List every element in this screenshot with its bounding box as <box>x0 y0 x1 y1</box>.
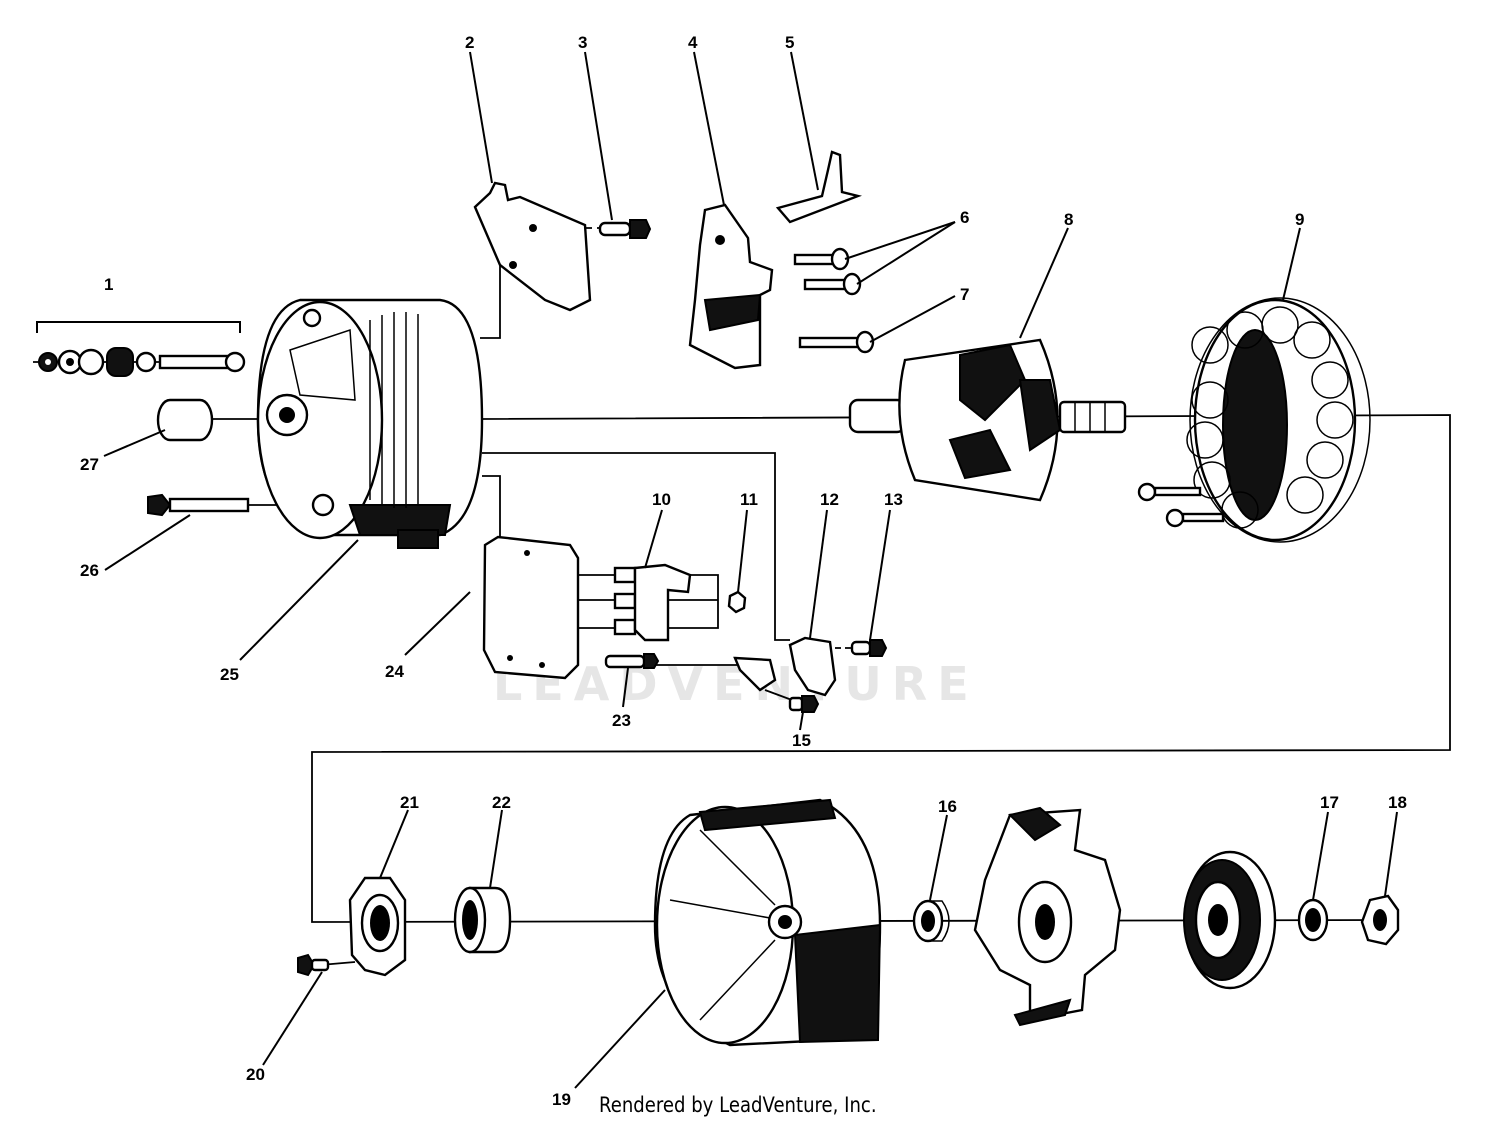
stator-icon <box>1137 297 1371 543</box>
callout-24: 24 <box>385 662 404 681</box>
callout-15: 15 <box>792 731 811 750</box>
bushing-icon <box>156 398 214 442</box>
slip-ring-end-frame-icon <box>256 298 484 549</box>
brush-holder-icon <box>688 203 774 370</box>
callout-19: 19 <box>552 1090 571 1109</box>
callout-22: 22 <box>492 793 511 812</box>
callout-21: 21 <box>400 793 419 812</box>
callout-17: 17 <box>1320 793 1339 812</box>
screw-icon <box>598 219 652 239</box>
callout-4: 4 <box>688 33 698 52</box>
callout-7: 7 <box>960 285 969 304</box>
fan-icon <box>973 806 1122 1027</box>
callout-26: 26 <box>80 561 99 580</box>
callout-13: 13 <box>884 490 903 509</box>
terminal-strap-icon <box>775 150 862 224</box>
bearing-icon <box>453 886 512 954</box>
rotor-icon <box>848 338 1127 502</box>
callout-16: 16 <box>938 797 957 816</box>
nut-icon <box>727 590 747 614</box>
callout-27: 27 <box>80 455 99 474</box>
screw-icon <box>793 247 862 296</box>
capacitor-icon <box>733 636 837 697</box>
callout-25: 25 <box>220 665 239 684</box>
rectifier-bridge-icon <box>482 535 580 680</box>
pulley-icon <box>1183 850 1277 990</box>
screw-icon <box>798 330 875 354</box>
callout-18: 18 <box>1388 793 1407 812</box>
diode-trio-icon <box>613 563 692 642</box>
mounting-hardware-kit-icon <box>36 321 246 377</box>
callout-11: 11 <box>740 490 758 509</box>
callout-labels: 1 2 3 4 5 6 7 8 9 10 11 12 13 15 16 17 1… <box>80 33 1407 1109</box>
drive-end-frame-icon <box>653 798 882 1047</box>
callout-5: 5 <box>785 33 794 52</box>
regulator-bracket-icon <box>473 181 592 312</box>
leader-lines <box>103 51 1398 1089</box>
callout-12: 12 <box>820 490 839 509</box>
rendered-by-caption: Rendered by LeadVenture, Inc. <box>599 1093 877 1117</box>
screw-icon <box>604 639 888 713</box>
callout-3: 3 <box>578 33 587 52</box>
callout-20: 20 <box>246 1065 265 1084</box>
washer-icon <box>1297 898 1329 942</box>
through-bolt-icon <box>147 493 250 517</box>
callout-23: 23 <box>612 711 631 730</box>
callout-1: 1 <box>104 275 113 294</box>
callout-2: 2 <box>465 33 474 52</box>
bearing-retainer-icon <box>348 876 407 977</box>
screw-icon <box>297 953 330 977</box>
callout-10: 10 <box>652 490 671 509</box>
callout-8: 8 <box>1064 210 1073 229</box>
callout-9: 9 <box>1295 210 1304 229</box>
callout-6: 6 <box>960 208 969 227</box>
spacer-icon <box>912 899 950 943</box>
nut-icon <box>1360 894 1400 946</box>
